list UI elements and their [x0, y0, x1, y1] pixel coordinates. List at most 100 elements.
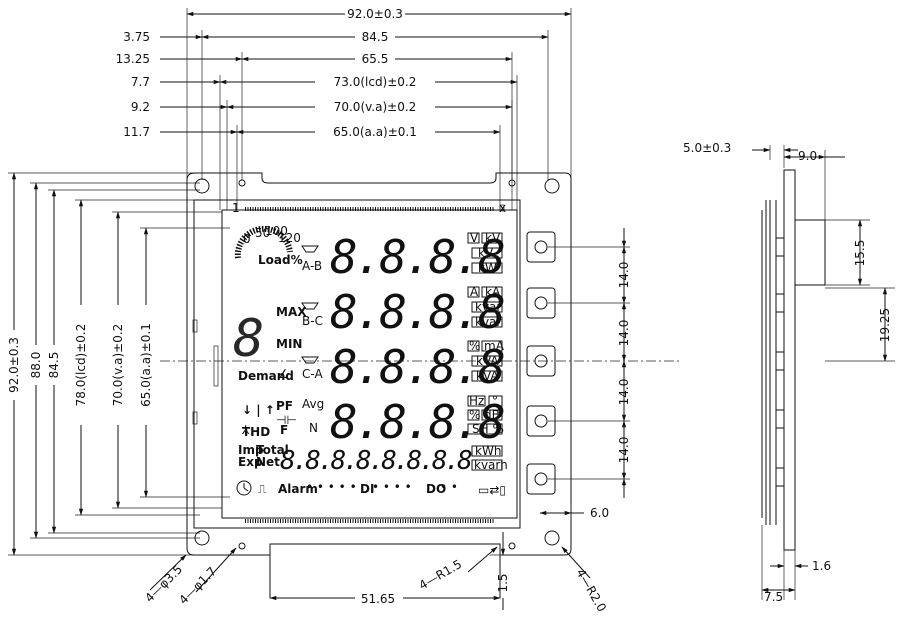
svg-text:x: x — [499, 201, 506, 215]
label-ab: A-B — [302, 259, 322, 273]
comm-icon: ▭⇄▯ — [478, 483, 506, 497]
unit-a: A — [470, 285, 479, 299]
alarm-dots: • • • • • — [306, 480, 357, 494]
pitch-2: 14.0 — [617, 320, 631, 347]
offset-11-7: 11.7 — [123, 125, 150, 139]
dim-65-5: 65.5 — [362, 52, 389, 66]
svg-text:1: 1 — [232, 201, 240, 215]
unit-kva: kVA — [476, 369, 499, 383]
unit-w: kV — [478, 246, 494, 260]
offset-3-75: 3.75 — [123, 30, 150, 44]
digits-energy: 8.8.8.8.8.8.8.8 — [280, 446, 472, 476]
dim-84-5-v: 84.5 — [47, 352, 61, 379]
side-view: 5.0±0.3 9.0 15.5 19.25 1.6 7.5 — [683, 141, 895, 604]
phase-icon: ↓ | ↑ — [242, 403, 275, 417]
label-f: F — [280, 423, 288, 437]
dim-overall-width: 92.0±0.3 — [347, 7, 403, 21]
scale-100: 100 — [265, 224, 288, 238]
unit-deg: ° — [492, 394, 498, 408]
label-di: DI — [360, 482, 374, 496]
unit-v: V — [470, 231, 479, 245]
unit-db: dB — [484, 408, 500, 422]
tab-width-label: 51.65 — [361, 592, 395, 606]
pitch-3: 14.0 — [617, 379, 631, 406]
label-demand: Demand — [238, 369, 294, 383]
pin-hole-tr — [508, 179, 516, 187]
pitch-1: 14.0 — [617, 262, 631, 289]
pcb-outline — [186, 172, 572, 599]
offset-9-2: 9.2 — [131, 100, 150, 114]
dim-va-height: 70.0(v.a)±0.2 — [111, 324, 125, 407]
label-avg: Avg — [302, 397, 324, 411]
label-pf: PF — [276, 399, 293, 413]
tab-height-label: 1.5 — [496, 573, 510, 592]
load-gauge: 0 50 100 120 Load% — [234, 224, 303, 267]
label-total: Total — [256, 443, 289, 457]
dim-84: 84.5 — [362, 30, 389, 44]
offset-7-7: 7.7 — [131, 75, 150, 89]
top-dimensions: 92.0±0.3 84.5 3.75 65.5 13.25 73.0(lcd)±… — [116, 6, 572, 210]
unit-var: kvar — [475, 300, 501, 314]
mount-hole-bl — [194, 530, 210, 546]
pulse-icon: ⎍ — [258, 482, 267, 496]
unit-kw: kW — [478, 261, 497, 275]
scale-50: 50 — [255, 226, 270, 240]
unit-kwh: kWh — [475, 444, 501, 458]
lcd-panel: 1 x 0 50 100 120 Load% A-B B-C C-A 8 MAX… — [193, 199, 521, 529]
side-key-body — [794, 219, 826, 286]
pitch-4: 14.0 — [617, 437, 631, 464]
pin-hole-bl — [238, 542, 246, 550]
clock-icon — [236, 480, 252, 496]
dim-overall-height: 92.0±0.3 — [7, 337, 21, 393]
unit-kvarh: kvarh — [474, 458, 508, 472]
mount-hole-br — [544, 530, 560, 546]
label-max: MAX — [276, 305, 307, 319]
side-thickness: 5.0±0.3 — [683, 141, 731, 155]
digits-row-1: 8.8.8.8 — [330, 230, 504, 284]
unit-ma: mA — [484, 339, 505, 353]
unit-ka: kA — [485, 285, 501, 299]
dim-edge-6: 6.0 — [590, 506, 609, 520]
pin-hole-tl — [238, 179, 246, 187]
alpha-char: 8 — [233, 309, 264, 369]
label-net: Net — [256, 455, 280, 469]
unit-sh: SH % — [472, 422, 504, 436]
radius-outer-label: 4—R2.0 — [573, 567, 609, 615]
unit-kvar: kvar — [475, 315, 501, 329]
side-height: 15.5 — [853, 240, 867, 267]
offset-13-25: 13.25 — [116, 52, 150, 66]
scale-0: 0 — [243, 232, 251, 246]
digits-row-4: 8.8.8.8 — [330, 395, 504, 449]
label-min: MIN — [276, 337, 302, 351]
angle-icon: ∠ — [278, 367, 289, 381]
right-dimensions: 14.0 14.0 14.0 14.0 6.0 — [539, 228, 631, 520]
cap-icon: ⊣⊢ — [276, 413, 297, 427]
label-bc: B-C — [302, 314, 323, 328]
keys — [526, 231, 556, 495]
unit-pct2: % — [469, 408, 480, 422]
dim-88: 88.0 — [29, 352, 43, 379]
di-dots: • • • • — [372, 480, 412, 494]
label-n: N — [309, 421, 318, 435]
label-do: DO — [426, 482, 446, 496]
side-depth: 9.0 — [798, 149, 817, 163]
label-imp: Imp — [238, 443, 264, 457]
unit-kv: kV — [485, 231, 501, 245]
digits-row-3: 8.8.8.8 — [330, 340, 504, 394]
dim-aa-height: 65.0(a.a)±0.1 — [139, 323, 153, 407]
label-exp: Exp — [238, 455, 263, 469]
side-offset: 19.25 — [878, 308, 892, 342]
label-thd: THD — [242, 425, 270, 439]
mount-hole-tr — [544, 178, 560, 194]
unit-pct: % — [469, 339, 480, 353]
side-pcb — [783, 169, 796, 551]
radius-inner-label: 4—R1.5 — [417, 557, 465, 593]
load-label: Load% — [258, 253, 303, 267]
label-ca: C-A — [302, 367, 323, 381]
dim-lcd-height: 78.0(lcd)±0.2 — [74, 324, 88, 407]
dim-aa-width: 65.0(a.a)±0.1 — [333, 125, 417, 139]
wye-icon: ⅄ — [241, 423, 250, 437]
side-total: 7.5 — [764, 590, 783, 604]
side-plate: 1.6 — [812, 559, 831, 573]
